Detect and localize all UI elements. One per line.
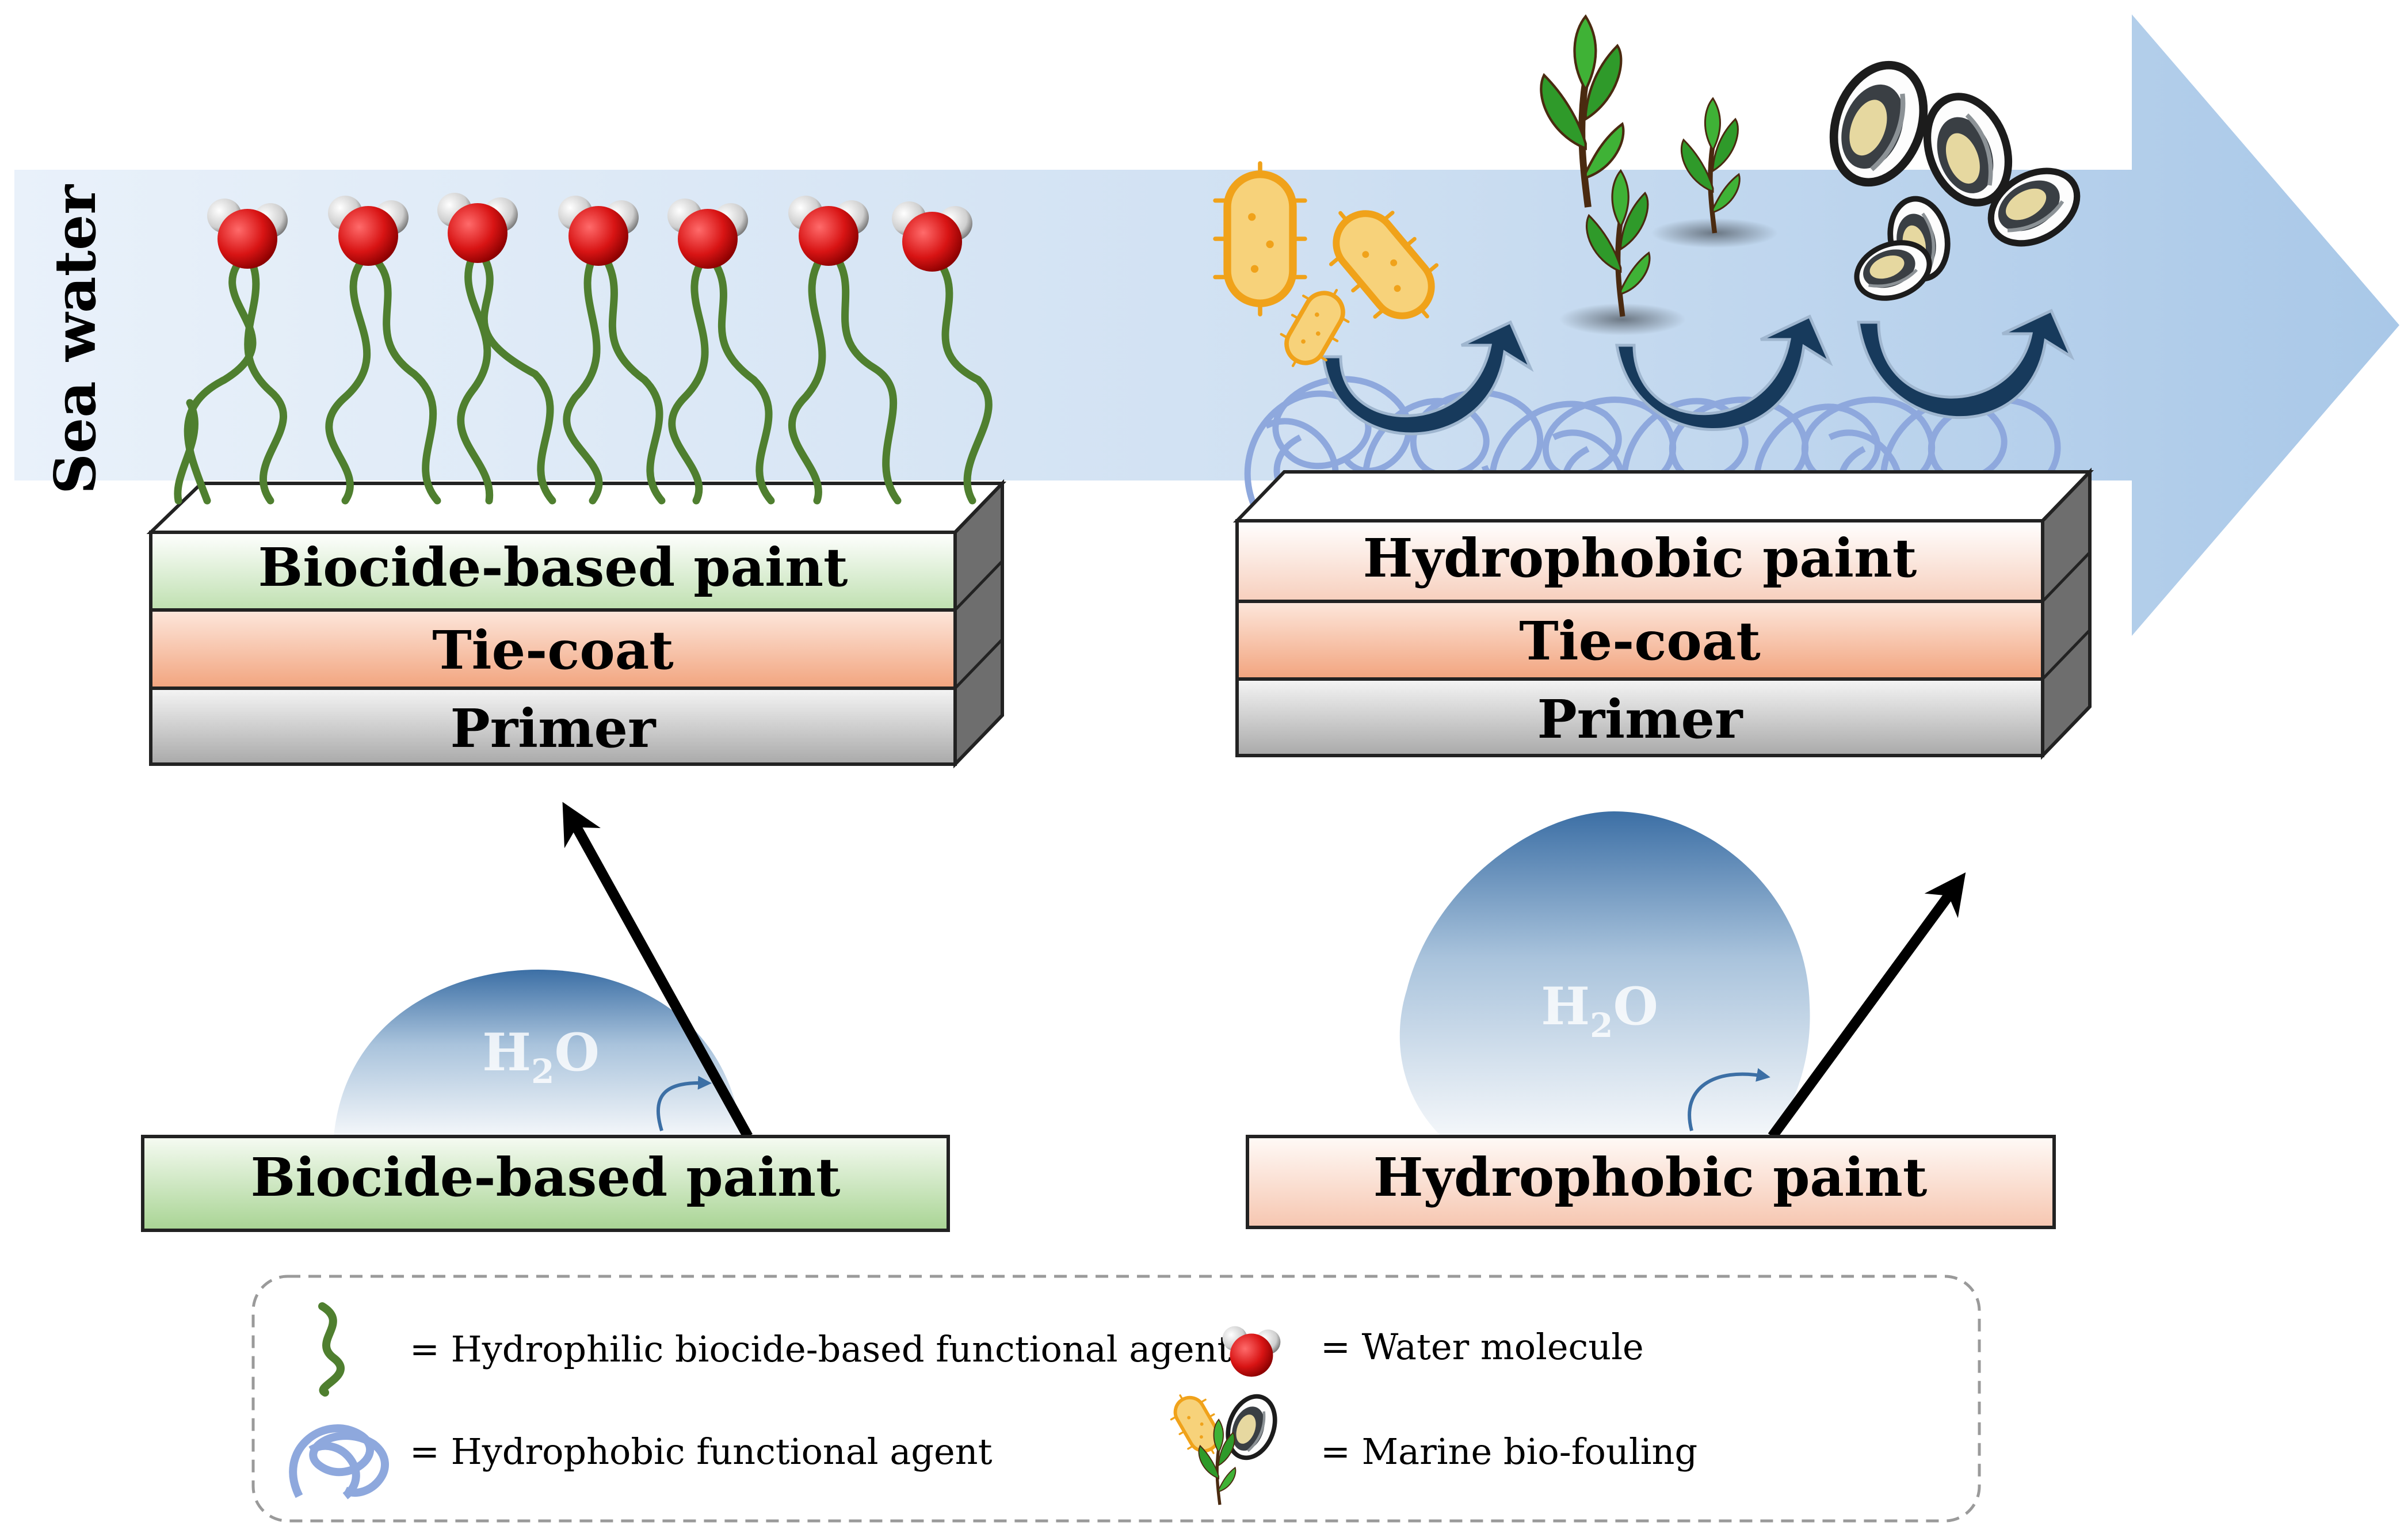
- right-hydrophobic-label: Hydrophobic paint: [1363, 527, 1917, 589]
- left-coating-stack: Biocide-based paint Tie-coat Primer: [146, 479, 1007, 769]
- right-primer-layer: [1235, 677, 2044, 757]
- right-contact-angle: H2O Hydrophobic paint: [1246, 811, 2056, 1229]
- right-primer-label: Primer: [1537, 688, 1743, 750]
- legend-box: [251, 1275, 1981, 1523]
- left-biocide-label: Biocide-based paint: [258, 536, 848, 598]
- left-surface-label: Biocide-based paint: [251, 1146, 841, 1208]
- legend-biofouling-label: = Marine bio-fouling: [1321, 1431, 1697, 1473]
- right-tiecoat-layer: [1235, 600, 2044, 681]
- repel-arrow-2: [1615, 314, 1833, 431]
- left-primer-label: Primer: [451, 697, 657, 760]
- hydrophilic-chain-icon: [318, 1302, 345, 1397]
- legend-hydrophobic-label: = Hydrophobic functional agent: [410, 1431, 993, 1473]
- repel-arrow-1: [1322, 320, 1534, 436]
- left-angle-arrow: [562, 802, 753, 1139]
- right-droplet-label: H2O: [1541, 976, 1658, 1045]
- repel-arrow-3: [1857, 308, 2075, 419]
- right-hydrophobic-surface: [1246, 1135, 2056, 1229]
- left-tiecoat-label: Tie-coat: [432, 619, 674, 681]
- right-angle-arrow: [1768, 872, 1966, 1140]
- left-biocide-layer: [149, 531, 957, 612]
- left-tiecoat-layer: [149, 608, 957, 690]
- legend-hydrophilic-label: = Hydrophilic biocide-based functional a…: [410, 1328, 1232, 1370]
- hydrophilic-chains: [174, 243, 993, 505]
- left-biocide-surface: [141, 1135, 950, 1232]
- legend: = Hydrophilic biocide-based functional a…: [251, 1275, 1981, 1523]
- marine-biofouling-organisms: [1215, 16, 2090, 379]
- right-tiecoat-label: Tie-coat: [1519, 610, 1761, 672]
- right-water-droplet: [1399, 811, 1810, 1136]
- sea-water-label: Sea water: [43, 184, 109, 494]
- left-droplet-label: H2O: [482, 1022, 600, 1091]
- right-coating-stack: Hydrophobic paint Tie-coat Primer: [1232, 467, 2094, 760]
- repel-arrows: [1322, 308, 2075, 436]
- left-water-droplet: [334, 970, 742, 1136]
- left-contact-angle: H2O Biocide-based paint: [141, 802, 950, 1232]
- hydrophobic-coil-icon: [289, 1424, 389, 1500]
- right-surface-label: Hydrophobic paint: [1373, 1146, 1928, 1208]
- left-primer-layer: [149, 686, 957, 766]
- legend-water-label: = Water molecule: [1321, 1326, 1644, 1368]
